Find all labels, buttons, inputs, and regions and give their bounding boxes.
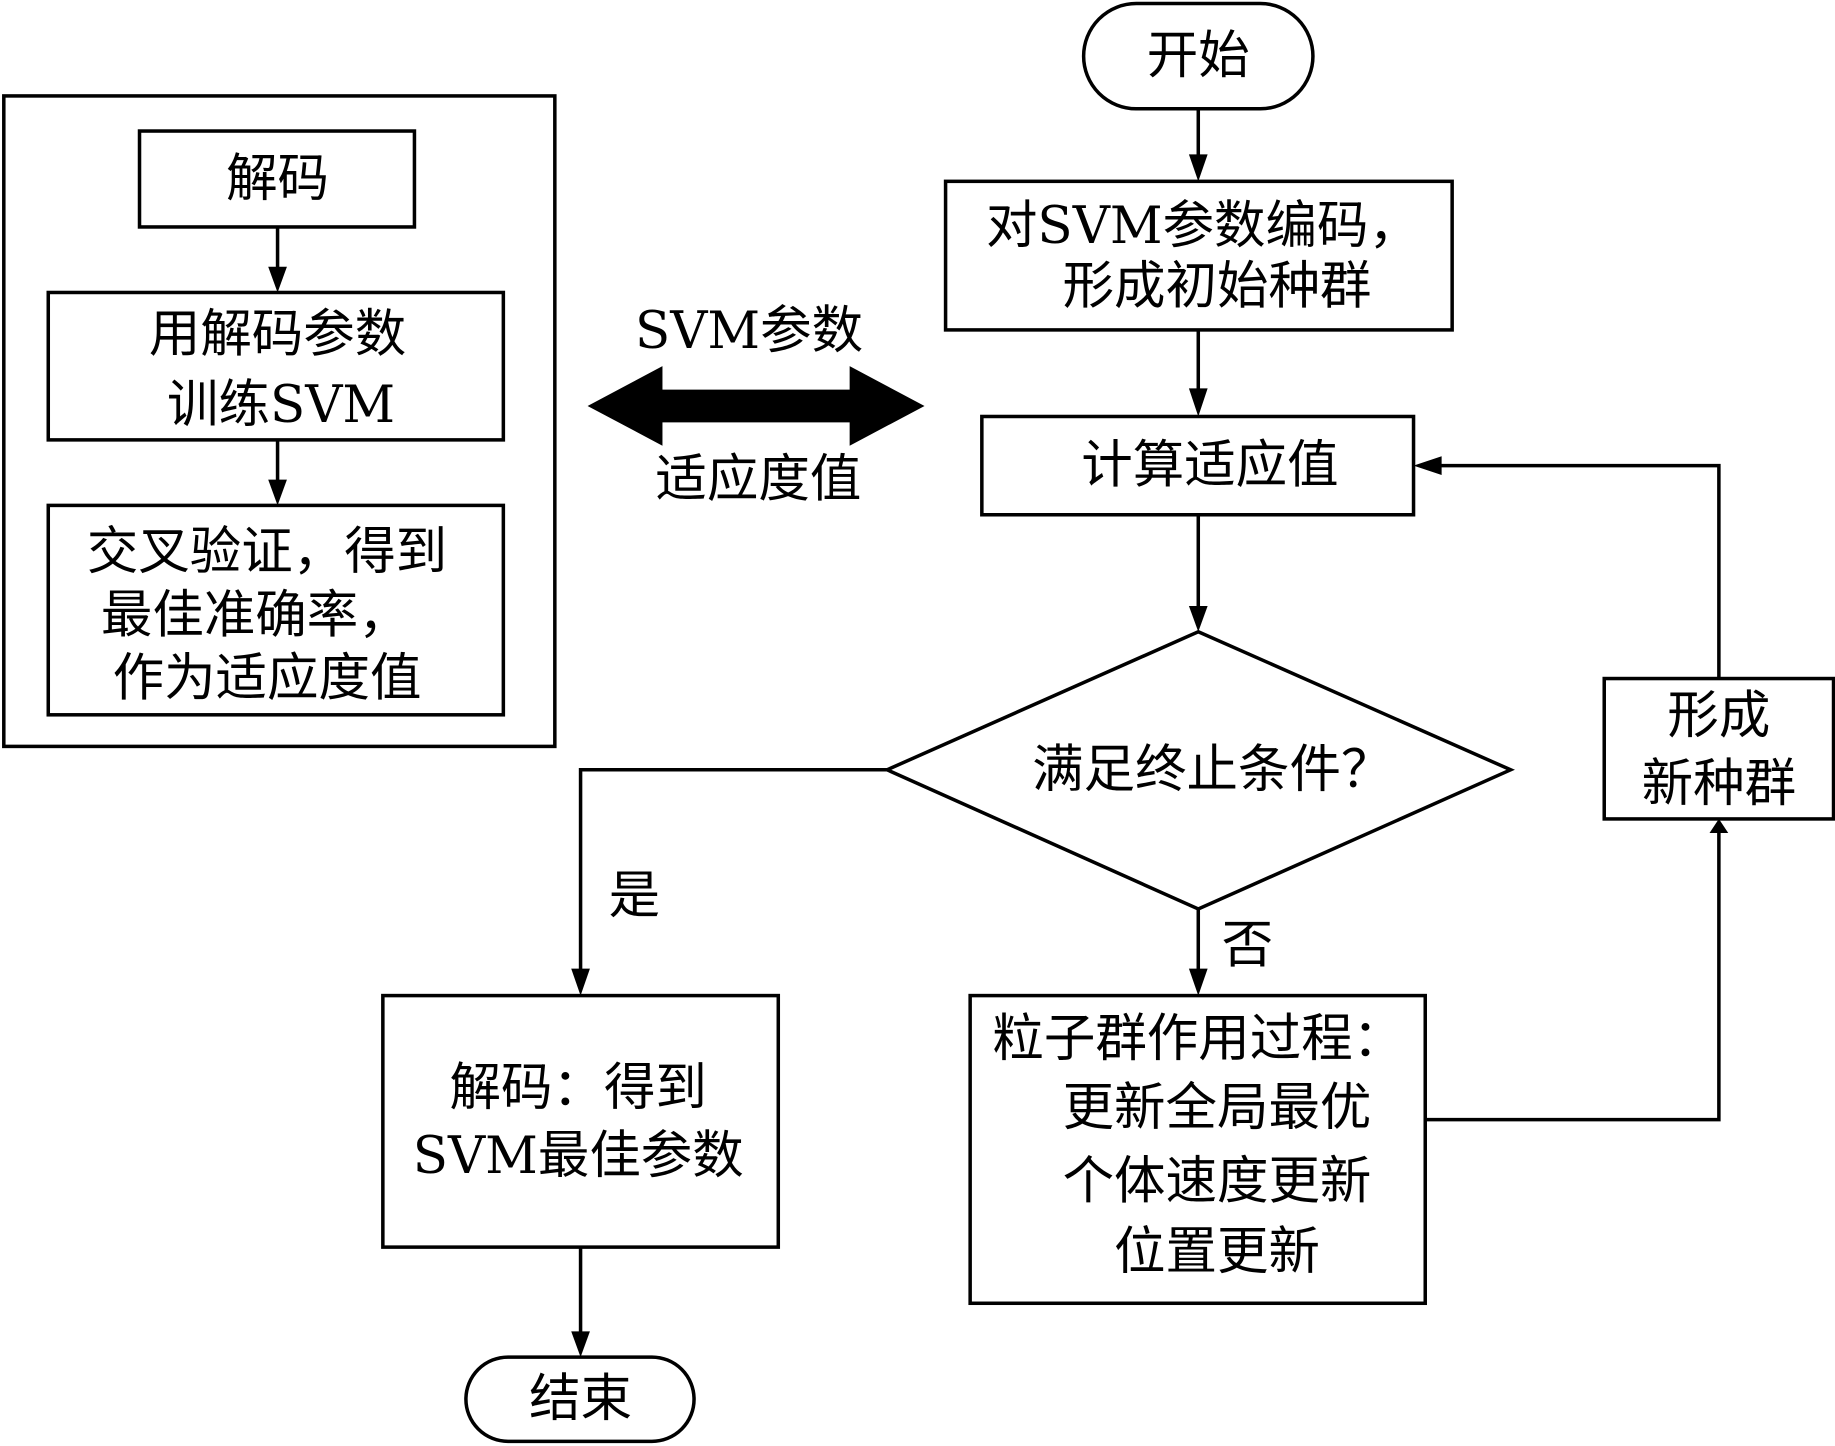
pso-line-3: 个体速度更新 [1063, 1152, 1372, 1212]
arrowhead-icon [268, 479, 287, 506]
end-terminal [464, 1355, 696, 1444]
train-line-2: 训练SVM [167, 375, 395, 435]
fitness-box [980, 414, 1416, 517]
pso-line-2: 更新全局最优 [1063, 1078, 1372, 1138]
new-pop-line-1: 形成 [1667, 686, 1770, 746]
train-line-1: 用解码参数 [149, 305, 406, 365]
validate-line-1: 交叉验证，得到 [87, 522, 447, 582]
pso-box [968, 993, 1427, 1306]
train-box [46, 290, 506, 442]
arrowhead-icon [571, 968, 590, 996]
decode-label: 解码 [226, 149, 329, 209]
validate-box [46, 503, 506, 717]
result-line-1: 解码：得到 [450, 1058, 707, 1118]
validate-line-3: 作为适应度值 [113, 649, 422, 709]
arrowhead-icon [1709, 818, 1729, 833]
decision-label: 满足终止条件？ [1032, 740, 1392, 800]
exchange-bottom-label: 适应度值 [655, 450, 861, 510]
arrowhead-icon [1188, 388, 1208, 417]
fitness-label: 计算适应值 [1081, 436, 1338, 496]
result-line-2: SVM最佳参数 [413, 1126, 744, 1186]
double-arrow-icon [587, 366, 925, 446]
arrowhead-icon [268, 266, 287, 293]
pso-line-4: 位置更新 [1114, 1222, 1320, 1282]
result-box [381, 993, 781, 1249]
end-label: 结束 [529, 1369, 632, 1429]
no-label: 否 [1222, 915, 1273, 975]
decode-box [137, 129, 417, 229]
encode-line-2: 形成初始种群 [1063, 257, 1372, 317]
arrowhead-icon [571, 1331, 590, 1358]
pso-line-1: 粒子群作用过程： [992, 1009, 1404, 1069]
arrow-pso-newpop [1425, 832, 1721, 1122]
exchange-top-label: SVM参数 [635, 301, 863, 361]
arrow-newpop-fitness [1427, 463, 1721, 679]
encode-box [943, 179, 1454, 332]
new-pop-line-2: 新种群 [1642, 754, 1796, 814]
arrowhead-icon [1188, 606, 1208, 632]
validate-line-2: 最佳准确率， [101, 585, 410, 645]
arrowhead-icon [1188, 968, 1208, 996]
arrowhead-icon [1413, 456, 1442, 475]
start-label: 开始 [1147, 26, 1250, 86]
arrowhead-icon [1188, 154, 1208, 182]
arrow-yes [578, 768, 888, 981]
yes-label: 是 [609, 866, 660, 926]
encode-line-1: 对SVM参数编码， [986, 196, 1420, 256]
